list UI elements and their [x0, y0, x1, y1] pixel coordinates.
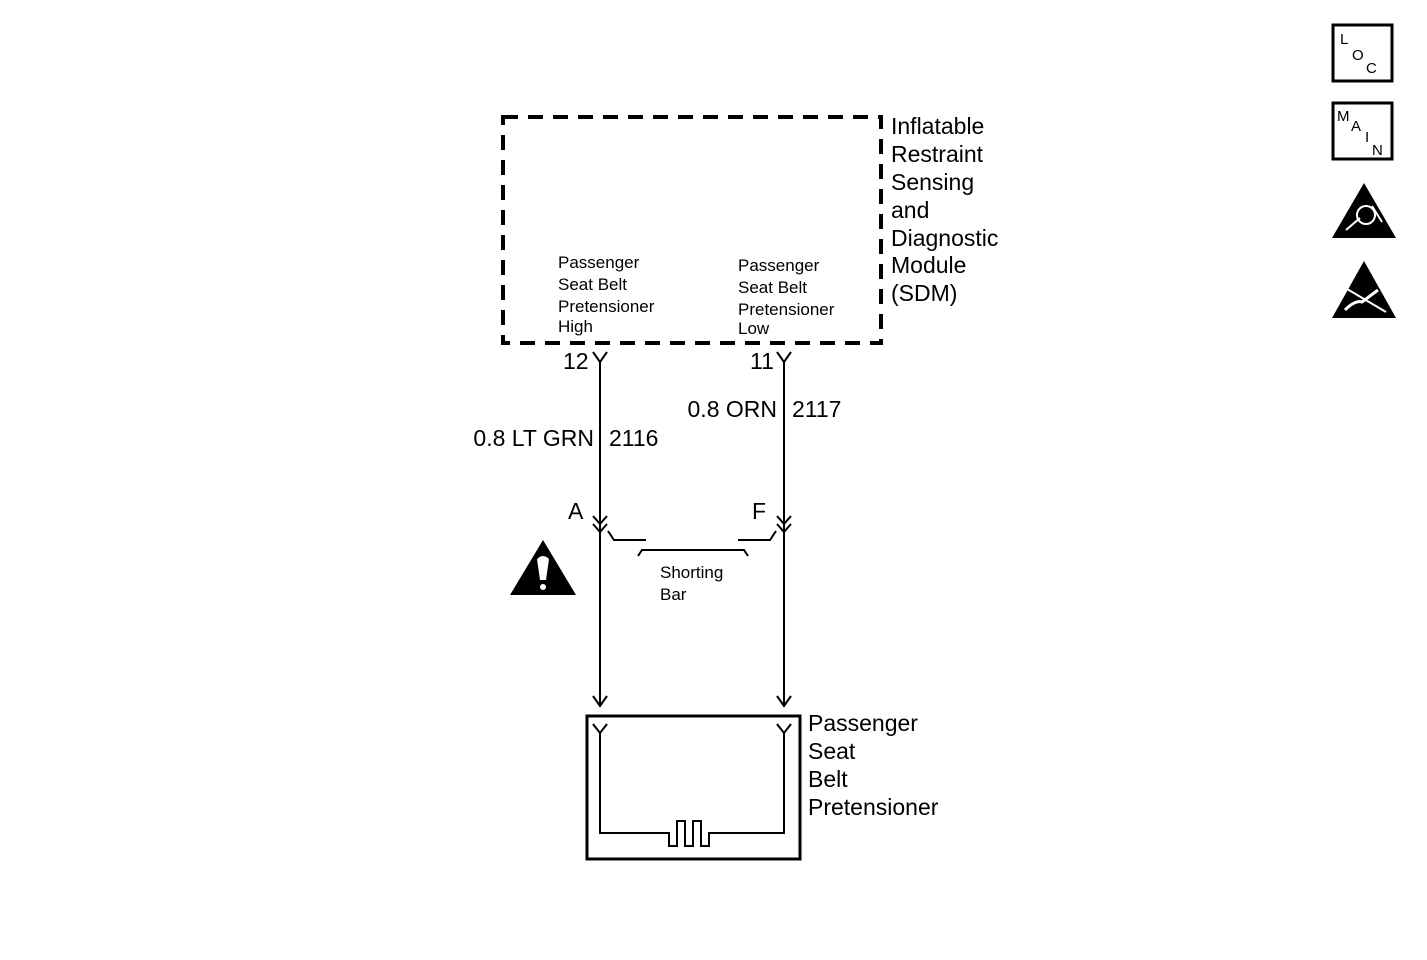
circuit-label-line: Low	[738, 319, 770, 338]
wire-left-circuit: 2116	[609, 425, 658, 451]
main-letter: M	[1337, 108, 1350, 125]
terminal-letter-a: A	[568, 498, 584, 524]
pretensioner-name-line: Pretensioner	[808, 794, 939, 820]
sdm-name-line: and	[891, 197, 929, 223]
loc-letter: O	[1352, 47, 1364, 64]
circuit-label-low: Passenger Seat Belt Pretensioner Low	[738, 256, 835, 338]
wire-left-size-color: 0.8 LT GRN	[473, 425, 594, 451]
sdm-name-line: Restraint	[891, 141, 984, 167]
component-terminal-right	[776, 723, 792, 742]
wire-right-circuit: 2117	[792, 396, 841, 422]
circuit-label-line: Pretensioner	[558, 297, 655, 316]
loc-letter: L	[1340, 31, 1348, 48]
sdm-module-label: Inflatable Restraint Sensing and Diagnos…	[891, 113, 998, 306]
shorting-bar-brace	[637, 549, 749, 557]
shorting-bar	[607, 530, 777, 541]
arrowhead-left	[592, 695, 608, 708]
circuit-label-line: Pretensioner	[738, 300, 835, 319]
sdm-name-line: (SDM)	[891, 280, 957, 306]
sdm-name-line: Diagnostic	[891, 225, 998, 251]
esd-sensitive-icon[interactable]	[1332, 261, 1396, 318]
main-letter: N	[1372, 142, 1383, 159]
caution-triangle-icon	[510, 540, 576, 595]
wire-right-size-color: 0.8 ORN	[688, 396, 777, 422]
component-terminal-left	[592, 723, 608, 742]
loc-letter: C	[1366, 60, 1377, 77]
pretensioner-name-line: Passenger	[808, 710, 918, 736]
sdm-module-box	[501, 115, 883, 345]
circuit-label-line: Seat Belt	[738, 278, 807, 297]
shorting-bar-label-line: Shorting	[660, 563, 723, 582]
main-icon[interactable]: M A I N	[1331, 101, 1394, 161]
circuit-label-high: Passenger Seat Belt Pretensioner High	[558, 253, 655, 336]
sdm-name-line: Inflatable	[891, 113, 984, 139]
pretensioner-component-box	[585, 714, 802, 861]
pretensioner-name-line: Belt	[808, 766, 848, 792]
circuit-label-line: Passenger	[738, 256, 820, 275]
pin-number-right: 11	[750, 348, 774, 374]
terminal-letter-f: F	[752, 498, 766, 524]
pretensioner-name-line: Seat	[808, 738, 856, 764]
pretensioner-label: Passenger Seat Belt Pretensioner	[808, 710, 939, 820]
inline-connector-symbol-right	[776, 515, 792, 534]
airbag-warning-icon[interactable]	[1332, 183, 1396, 238]
sdm-name-line: Module	[891, 252, 966, 278]
arrowhead-right	[776, 695, 792, 708]
shorting-bar-label-line: Bar	[660, 585, 687, 604]
circuit-label-line: Passenger	[558, 253, 640, 272]
loc-icon[interactable]: L O C	[1331, 23, 1394, 83]
sdm-name-line: Sensing	[891, 169, 974, 195]
pin-number-left: 12	[563, 348, 589, 374]
circuit-label-line: High	[558, 317, 593, 336]
circuit-label-line: Seat Belt	[558, 275, 627, 294]
main-letter: I	[1365, 129, 1369, 146]
main-letter: A	[1351, 118, 1361, 135]
inline-connector-symbol-left	[592, 515, 608, 534]
pretensioner-squib-circuit	[599, 740, 785, 847]
